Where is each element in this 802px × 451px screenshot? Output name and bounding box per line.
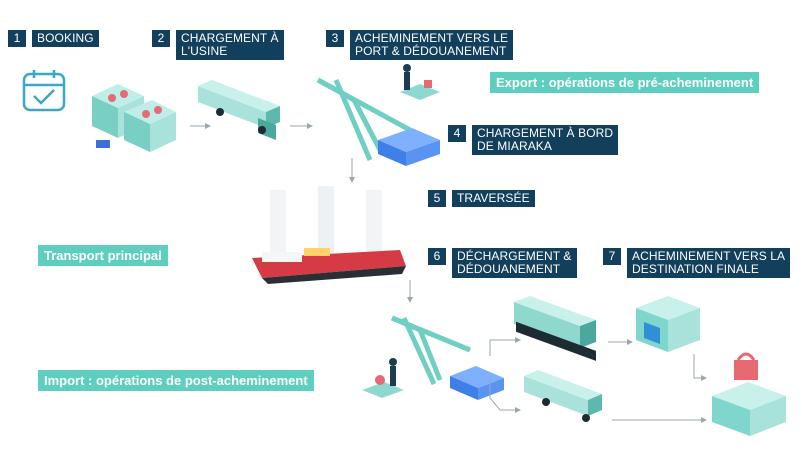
step-1-number: 1 — [8, 30, 26, 47]
step-1-line: BOOKING — [37, 31, 94, 45]
step-7-line-1: ACHEMINEMENT VERS LA — [632, 249, 786, 263]
step-4-line-2: DE MIARAKA — [477, 139, 553, 153]
step-5-number: 5 — [428, 190, 446, 207]
import-crane-icon — [391, 315, 471, 386]
step-3-line-2: PORT & DÉDOUANEMENT — [355, 44, 507, 58]
step-3-line-1: ACHEMINEMENT VERS LE — [355, 31, 509, 45]
step-7-line-2: DESTINATION FINALE — [632, 262, 759, 276]
step-4-number: 4 — [448, 125, 466, 142]
step-7-label: ACHEMINEMENT VERS LA DESTINATION FINALE — [627, 248, 791, 278]
step-3: 3 ACHEMINEMENT VERS LE PORT & DÉDOUANEME… — [326, 30, 514, 60]
phase-import: Import : opérations de post-acheminement — [38, 370, 314, 391]
step-2-label: CHARGEMENT À L'USINE — [176, 30, 284, 60]
step-6-line-2: DÉDOUANEMENT — [457, 262, 561, 276]
customs-desk-icon — [400, 64, 440, 100]
factory-icon — [92, 84, 176, 152]
store-icon — [712, 352, 786, 436]
warehouse-icon — [636, 296, 700, 352]
step-2: 2 CHARGEMENT À L'USINE — [152, 30, 284, 60]
step-2-line-1: CHARGEMENT À — [181, 31, 279, 45]
step-6-label: DÉCHARGEMENT & DÉDOUANEMENT — [452, 248, 577, 278]
import-customs-icon — [362, 358, 404, 398]
train-icon — [514, 296, 596, 361]
step-4: 4 CHARGEMENT À BORD DE MIARAKA — [448, 125, 619, 155]
step-5-line: TRAVERSÉE — [457, 191, 530, 205]
step-1: 1 BOOKING — [8, 30, 99, 47]
step-6-number: 6 — [428, 248, 446, 265]
import-truck-icon — [524, 370, 602, 422]
containers-icon — [378, 128, 440, 166]
step-6: 6 DÉCHARGEMENT & DÉDOUANEMENT — [428, 248, 577, 278]
truck-icon — [198, 80, 280, 140]
step-4-label: CHARGEMENT À BORD DE MIARAKA — [472, 125, 619, 155]
phase-main-transport: Transport principal — [38, 245, 168, 266]
ship-icon — [252, 186, 406, 284]
step-2-line-2: L'USINE — [181, 44, 228, 58]
calendar-icon — [22, 70, 66, 112]
step-3-number: 3 — [326, 30, 344, 47]
step-1-label: BOOKING — [32, 30, 99, 47]
step-5: 5 TRAVERSÉE — [428, 190, 535, 207]
port-crane-icon — [316, 77, 412, 161]
step-5-label: TRAVERSÉE — [452, 190, 535, 207]
flow-arrows — [190, 123, 707, 423]
step-2-number: 2 — [152, 30, 170, 47]
import-containers-icon — [450, 366, 504, 400]
step-3-label: ACHEMINEMENT VERS LE PORT & DÉDOUANEMENT — [350, 30, 514, 60]
step-7-number: 7 — [603, 248, 621, 265]
phase-export: Export : opérations de pré-acheminement — [490, 72, 760, 93]
step-6-line-1: DÉCHARGEMENT & — [457, 249, 572, 263]
step-7: 7 ACHEMINEMENT VERS LA DESTINATION FINAL… — [603, 248, 791, 278]
step-4-line-1: CHARGEMENT À BORD — [477, 126, 614, 140]
